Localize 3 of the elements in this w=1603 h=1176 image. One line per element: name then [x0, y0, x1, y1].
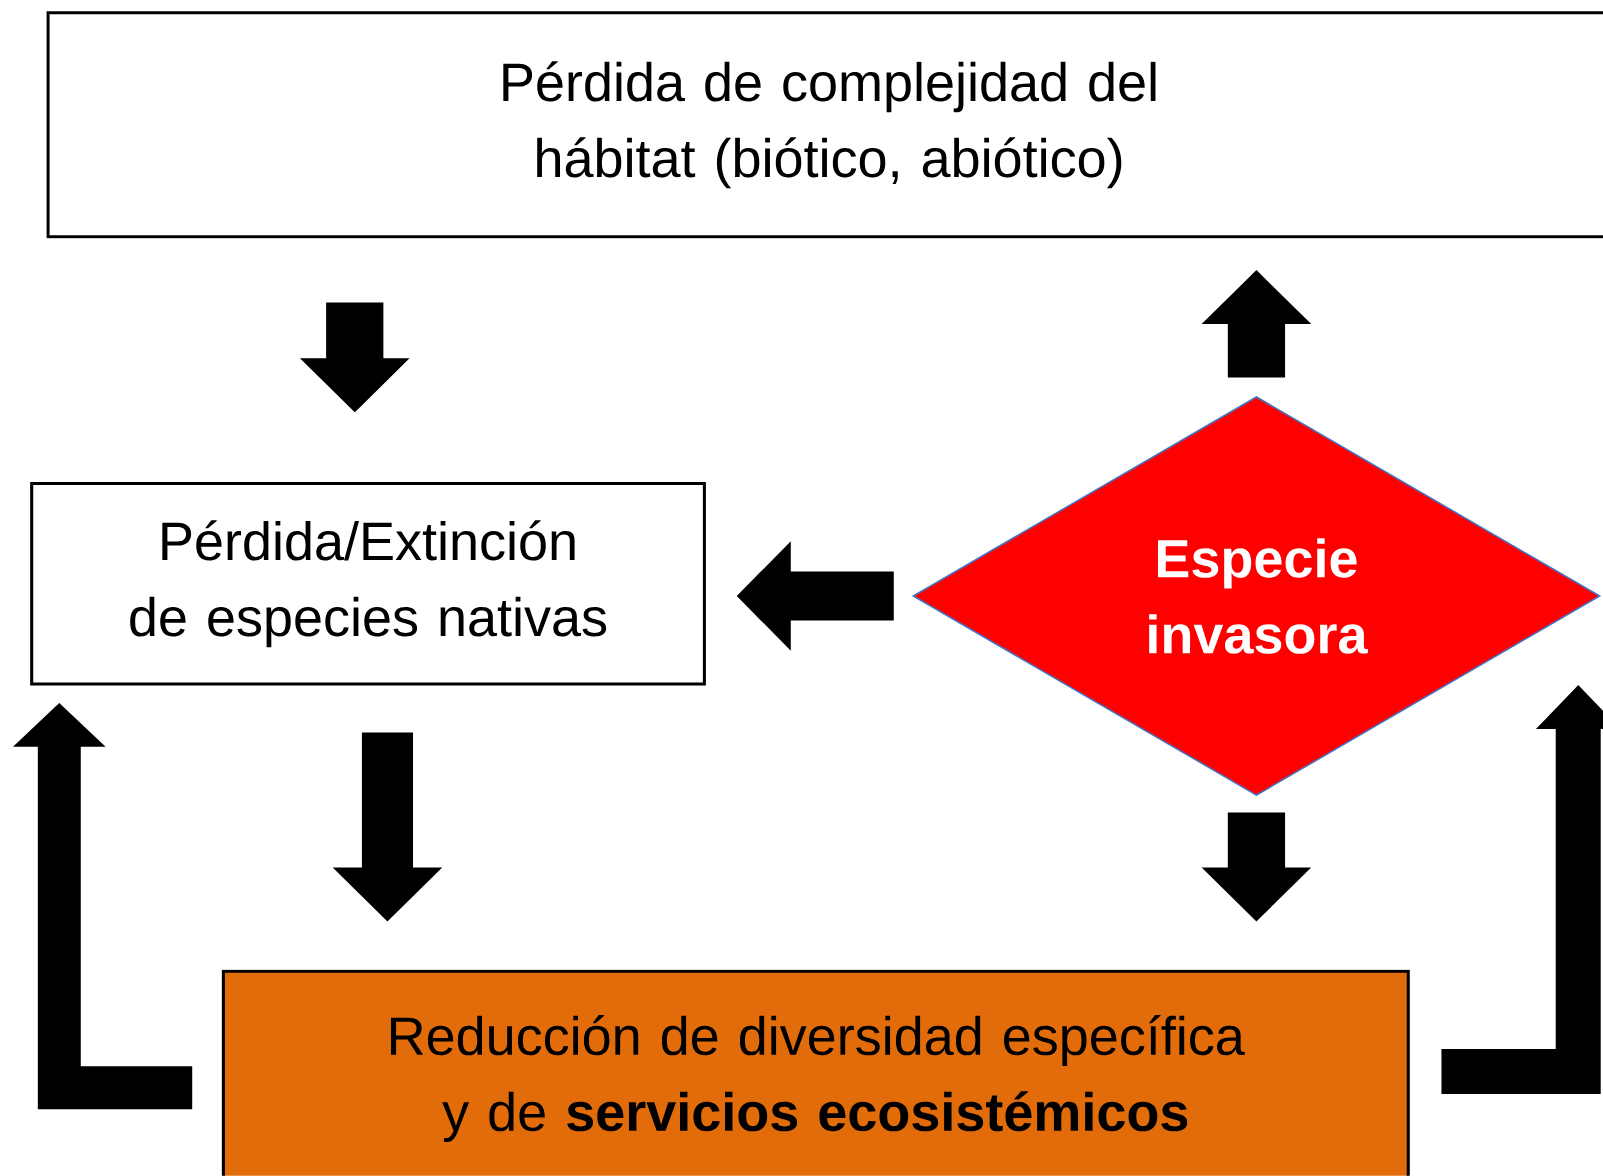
cause-box: Pérdida de complejidad del hábitat (biótico, abiótico): [46, 11, 1603, 239]
result-box: Reducción de diversidad específica y de servicios ecosistémicos: [221, 969, 1410, 1176]
effect-box: Pérdida/Extinción de especies nativas: [30, 482, 706, 686]
